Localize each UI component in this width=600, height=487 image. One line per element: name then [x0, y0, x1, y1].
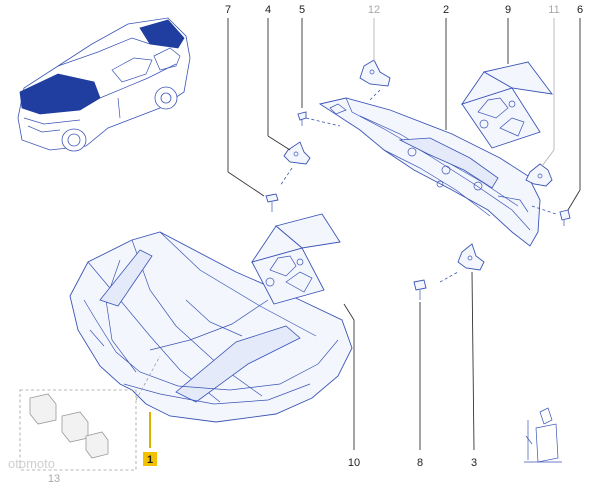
callout-4: 4 [265, 4, 271, 16]
fastener-kit-box-10 [250, 213, 341, 305]
bonnet-panel [69, 231, 353, 423]
detail-symbol-icon [524, 407, 562, 463]
callout-labels: 7 4 5 12 2 9 11 6 10 8 3 13 [48, 4, 583, 485]
leader-lines [227, 18, 581, 451]
hinge-11 [525, 163, 553, 187]
bolt-7 [265, 193, 279, 212]
callout-8: 8 [417, 457, 423, 469]
callout-3: 3 [471, 457, 477, 469]
roof-highlight [139, 19, 185, 49]
callout-5: 5 [299, 4, 305, 16]
bolt-8 [413, 279, 427, 300]
hinge-3 [457, 243, 485, 271]
callout-13: 13 [48, 473, 60, 485]
badge-background [143, 452, 157, 466]
callout-6: 6 [577, 4, 583, 16]
callout-12: 12 [368, 4, 380, 16]
callout-9: 9 [505, 4, 511, 16]
callout-1-badge: 1 [143, 452, 157, 466]
bolt-5 [297, 111, 307, 126]
callout-2: 2 [443, 4, 449, 16]
callout-10: 10 [348, 457, 360, 469]
optional-parts-13 [19, 355, 161, 471]
callout-1: 1 [147, 454, 153, 466]
hood-highlight [19, 73, 101, 115]
assembly-paths [279, 89, 557, 283]
watermark: otomoto [8, 456, 55, 471]
callout-11: 11 [548, 4, 559, 16]
hinge-4 [283, 141, 311, 165]
hinge-12 [359, 59, 391, 87]
vehicle-locator [17, 17, 191, 152]
bolt-6 [559, 209, 571, 226]
fastener-kit-box-9 [460, 61, 554, 149]
callout-7: 7 [225, 4, 231, 16]
rear-lid-panel [318, 97, 541, 247]
